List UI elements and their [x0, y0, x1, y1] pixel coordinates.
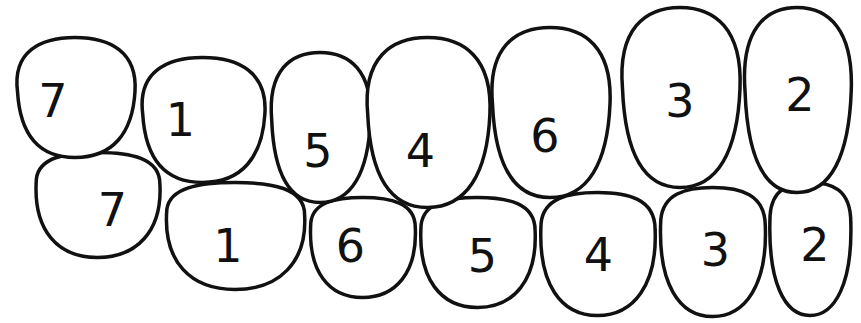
lower-tooth: 3	[655, 185, 770, 319]
eruption-number: 7	[98, 187, 127, 233]
eruption-number: 5	[468, 233, 497, 279]
eruption-number: 5	[303, 128, 332, 174]
eruption-number: 3	[701, 227, 730, 273]
eruption-number: 1	[213, 223, 242, 269]
tooth-outline-path	[166, 183, 304, 290]
tooth-outline	[135, 55, 270, 185]
tooth-outline-path	[492, 28, 610, 198]
eruption-number: 2	[785, 72, 814, 118]
tooth-outline-path	[622, 7, 740, 187]
lower-tooth: 2	[765, 180, 855, 318]
eruption-number: 1	[166, 97, 195, 143]
upper-tooth: 3	[615, 5, 745, 190]
upper-tooth: 5	[265, 50, 375, 205]
tooth-outline-path	[271, 53, 370, 203]
eruption-number: 3	[665, 78, 694, 124]
lower-tooth: 4	[535, 190, 660, 318]
tooth-outline	[360, 35, 495, 210]
upper-tooth: 4	[360, 35, 495, 210]
tooth-outline-path	[660, 188, 765, 317]
eruption-number: 6	[336, 223, 365, 269]
upper-tooth: 1	[135, 55, 270, 185]
lower-tooth: 5	[415, 195, 540, 310]
upper-tooth: 7	[10, 35, 140, 160]
eruption-number: 6	[530, 113, 559, 159]
tooth-outline-path	[310, 198, 415, 298]
upper-tooth: 6	[485, 25, 615, 200]
tooth-outline-path	[36, 153, 160, 258]
eruption-number: 7	[38, 78, 67, 124]
tooth-outline-path	[367, 38, 490, 208]
upper-tooth: 2	[738, 5, 856, 195]
eruption-number: 2	[800, 222, 829, 268]
tooth-outline-path	[17, 38, 135, 158]
tooth-outline-path	[541, 193, 656, 316]
tooth-outline-path	[770, 183, 851, 316]
lower-tooth: 7	[30, 150, 165, 260]
eruption-number: 4	[406, 128, 435, 174]
lower-tooth: 1	[160, 180, 310, 292]
tooth-outline	[10, 35, 140, 160]
tooth-outline-path	[142, 58, 265, 183]
tooth-outline	[30, 150, 165, 260]
eruption-number: 4	[584, 232, 613, 278]
lower-tooth: 6	[305, 195, 420, 300]
tooth-outline-path	[421, 198, 536, 308]
tooth-outline-path	[744, 8, 851, 193]
